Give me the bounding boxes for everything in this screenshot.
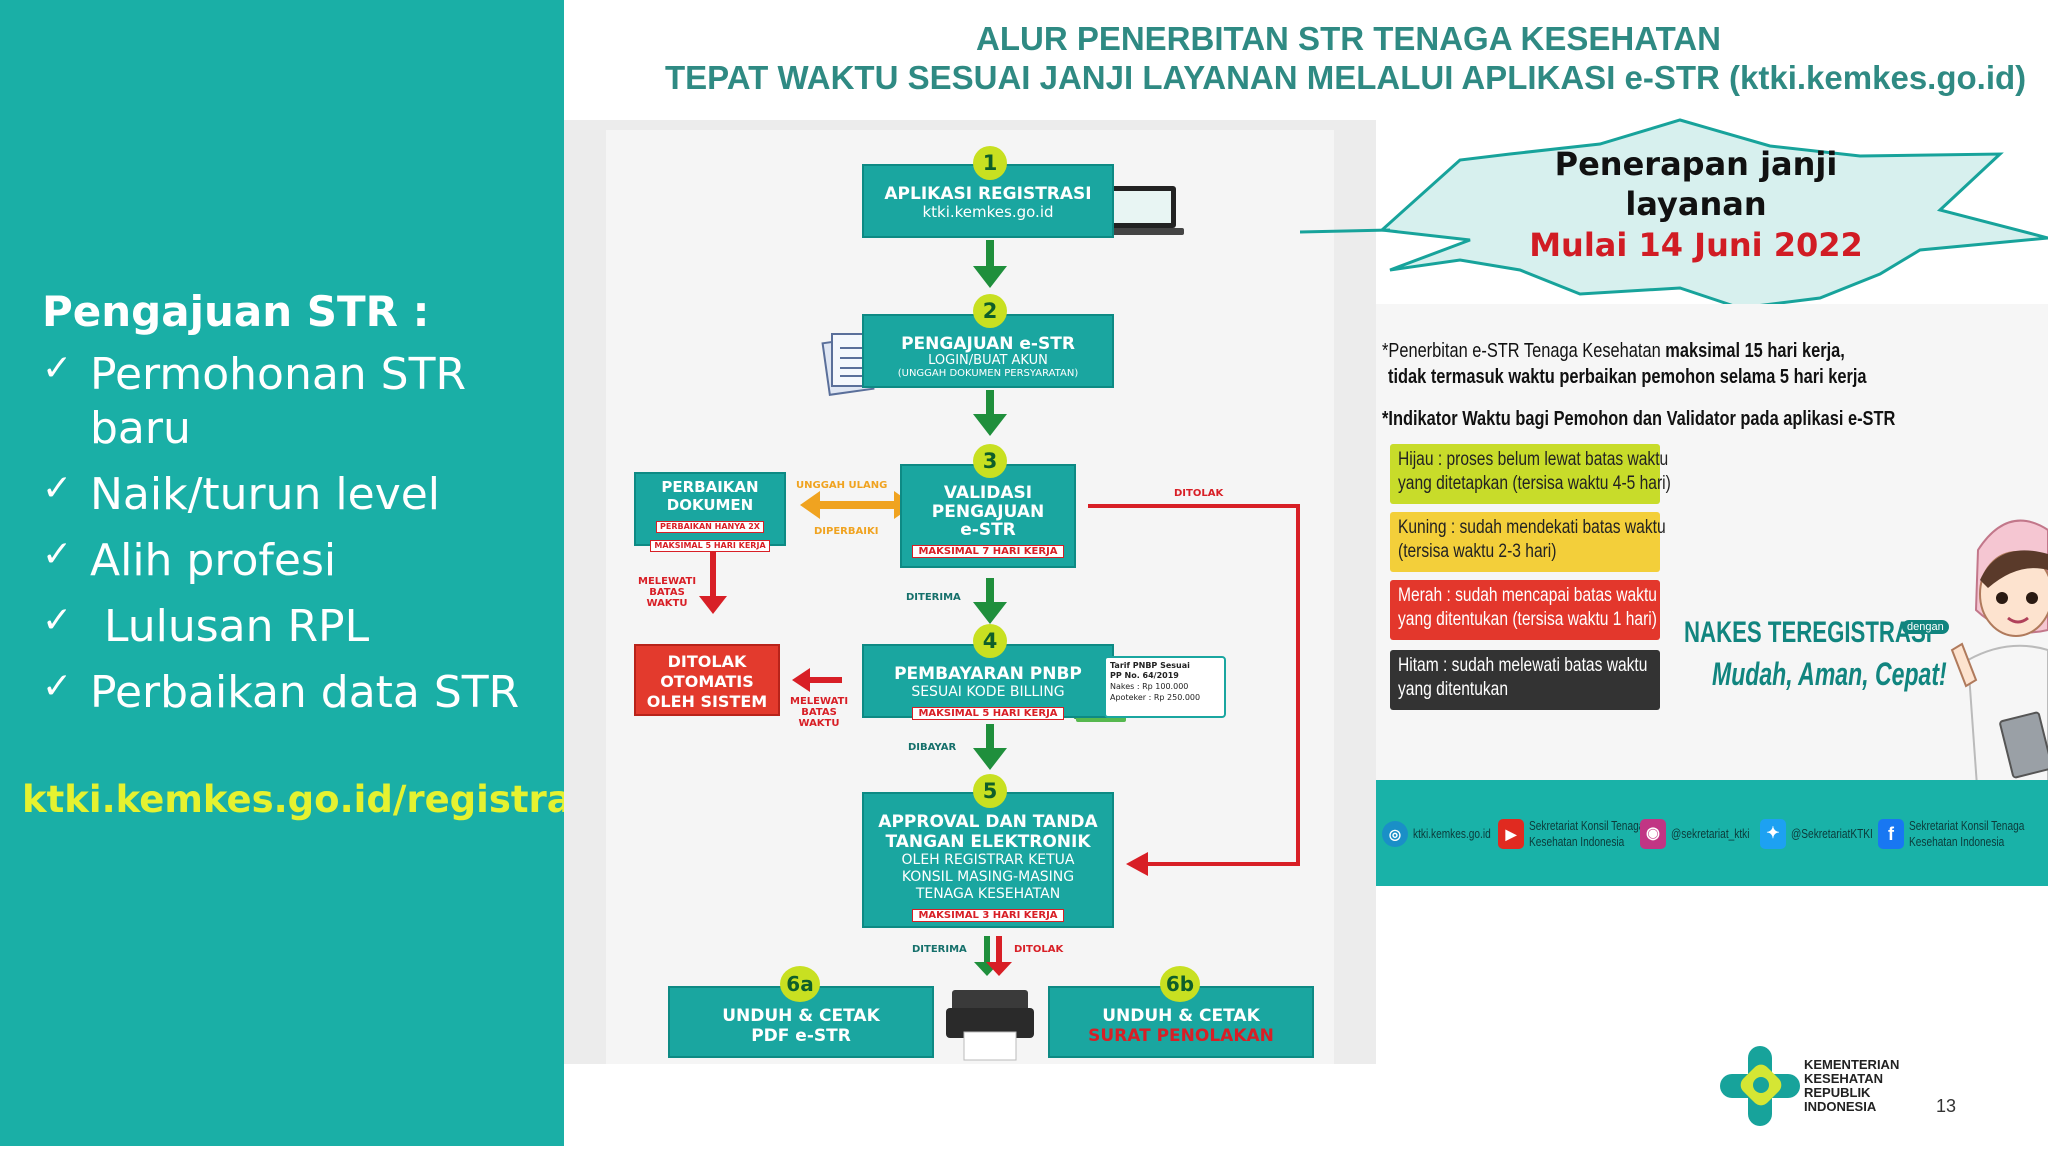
list-item: ✓ Lulusan RPL <box>42 600 552 654</box>
ditolak-otomatis-box: DITOLAK OTOMATIS OLEH SISTEM <box>634 644 780 716</box>
list-item: ✓Permohonan STR baru <box>42 348 552 456</box>
banner-pointer <box>1300 228 1391 234</box>
flowchart: APLIKASI REGISTRASI ktki.kemkes.go.id 1 … <box>564 120 1376 1064</box>
indicator-red: Merah : sudah mencapai batas waktu yang … <box>1390 580 1660 640</box>
step1-number: 1 <box>973 146 1007 180</box>
social-twitter[interactable]: ✦ @SekretariatKTKI <box>1760 812 1896 856</box>
social-youtube[interactable]: ▶ Sekretariat Konsil Tenaga Kesehatan In… <box>1498 812 1677 856</box>
step6b-number: 6b <box>1160 966 1200 1002</box>
list-item: ✓Alih profesi <box>42 534 552 588</box>
list-item: ✓Naik/turun level <box>42 468 552 522</box>
diterima-label: DITERIMA <box>912 944 967 955</box>
page-number: 13 <box>1936 1096 1957 1116</box>
note-excluded-time: tidak termasuk waktu perbaikan pemohon s… <box>1388 366 1867 388</box>
note-max-15-days: *Penerbitan e-STR Tenaga Kesehatan maksi… <box>1382 340 1845 362</box>
info-card: *Penerbitan e-STR Tenaga Kesehatan maksi… <box>1376 304 2048 886</box>
nurse-illustration <box>1950 519 2048 800</box>
ditolak-label: DITOLAK <box>1174 488 1224 499</box>
ditolak-label: DITOLAK <box>1014 944 1064 955</box>
list-item: ✓Perbaikan data STR <box>42 666 552 720</box>
registration-link[interactable]: ktki.kemkes.go.id/registrasi <box>22 778 607 821</box>
slide-title-line2: TEPAT WAKTU SESUAI JANJI LAYANAN MELALUI… <box>665 59 2027 96</box>
checkmark-icon: ✓ <box>42 348 73 389</box>
social-website[interactable]: ◎ ktki.kemkes.go.id <box>1382 812 1513 856</box>
instagram-icon: ◉ <box>1640 819 1666 849</box>
social-facebook[interactable]: f Sekretariat Konsil Tenaga Kesehatan In… <box>1878 812 2048 856</box>
facebook-icon: f <box>1878 819 1904 849</box>
note-indicator: *Indikator Waktu bagi Pemohon dan Valida… <box>1382 408 1896 430</box>
step2-box: PENGAJUAN e-STR LOGIN/BUAT AKUN (UNGGAH … <box>862 314 1114 388</box>
dibayar-label: DIBAYAR <box>908 742 957 753</box>
left-heading: Pengajuan STR : <box>42 287 430 336</box>
kemenkes-logo <box>1720 1046 1800 1126</box>
globe-icon: ◎ <box>1382 821 1408 847</box>
rejection-arrows <box>699 504 1300 976</box>
tarif-card: Tarif PNBP Sesuai PP No. 64/2019 Nakes :… <box>1104 656 1226 718</box>
step3-box: VALIDASI PENGAJUAN e-STR MAKSIMAL 7 HARI… <box>900 464 1076 568</box>
requirement-list: ✓Permohonan STR baru ✓Naik/turun level ✓… <box>42 348 552 732</box>
step3-number: 3 <box>973 444 1007 478</box>
checkmark-icon: ✓ <box>42 468 73 509</box>
janji-layanan-text: Penerapan janji layanan Mulai 14 Juni 20… <box>1529 145 1863 264</box>
step5-box: APPROVAL DAN TANDA TANGAN ELEKTRONIK OLE… <box>862 792 1114 928</box>
social-instagram[interactable]: ◉ @sekretariat_ktki <box>1640 812 1772 856</box>
indicator-black: Hitam : sudah melewati batas waktu yang … <box>1390 650 1660 710</box>
laptop-icon <box>1100 186 1184 235</box>
nakes-slogan: Mudah, Aman, Cepat! <box>1712 656 1947 692</box>
printer-icon <box>946 990 1034 1061</box>
youtube-icon: ▶ <box>1498 819 1524 849</box>
reupload-arrow <box>800 491 914 519</box>
twitter-icon: ✦ <box>1760 819 1786 849</box>
diterima-label: DITERIMA <box>906 592 961 603</box>
slide-title-line1: ALUR PENERBITAN STR TENAGA KESEHATAN <box>976 20 1721 57</box>
indicator-green: Hijau : proses belum lewat batas waktu y… <box>1390 444 1671 504</box>
step6a-number: 6a <box>780 966 820 1002</box>
melewati-batas-waktu-label: MELEWATI BATAS WAKTU <box>638 576 697 609</box>
kemenkes-logo-text: KEMENTERIAN KESEHATAN REPUBLIK INDONESIA <box>1804 1057 1900 1114</box>
step2-number: 2 <box>973 294 1007 328</box>
unggah-ulang-label: UNGGAH ULANG <box>796 480 888 491</box>
nakes-slogan-connector: dengan <box>1902 620 1949 634</box>
indicator-yellow: Kuning : sudah mendekati batas waktu (te… <box>1390 512 1666 572</box>
perbaikan-box: PERBAIKAN DOKUMEN PERBAIKAN HANYA 2X MAK… <box>634 472 786 552</box>
checkmark-icon: ✓ <box>42 666 73 707</box>
down-arrows <box>973 240 1007 976</box>
diperbaiki-label: DIPERBAIKI <box>814 526 879 537</box>
checkmark-icon: ✓ <box>42 534 73 575</box>
left-panel: Pengajuan STR : ✓Permohonan STR baru ✓Na… <box>0 0 606 1146</box>
melewati-batas-waktu-label: MELEWATI BATAS WAKTU <box>790 696 849 729</box>
nakes-slogan-title: NAKES TEREGISTRASI <box>1684 616 1932 649</box>
step5-number: 5 <box>973 774 1007 808</box>
checkmark-icon: ✓ <box>42 600 73 641</box>
step4-number: 4 <box>973 624 1007 658</box>
janji-layanan-banner <box>1300 118 2048 310</box>
social-footer <box>1376 780 2048 886</box>
